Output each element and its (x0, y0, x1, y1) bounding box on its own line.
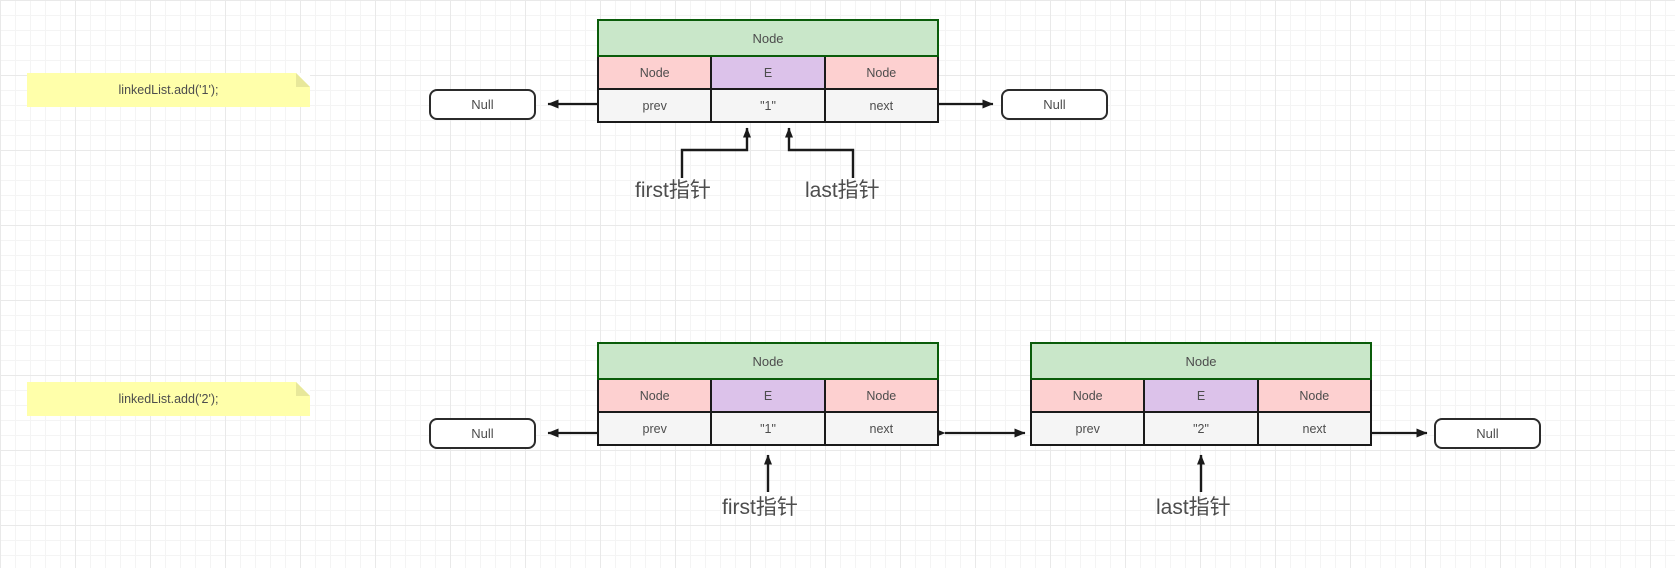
sticky-fold-shadow-icon (296, 73, 310, 87)
wire-row1-first-pointer (680, 127, 751, 178)
node-type-prev: Node (597, 380, 713, 413)
node-field-prev: prev (597, 413, 713, 446)
node-type-row: Node E Node (597, 380, 939, 413)
null-terminal-right-row2: Null (1434, 418, 1541, 449)
node-field-row: prev "2" next (1030, 413, 1372, 446)
node-type-next: Node (825, 57, 939, 90)
node-row2-1: Node Node E Node prev "2" next (1030, 342, 1372, 446)
null-label: Null (1476, 426, 1499, 441)
sticky-fold-shadow-icon (296, 382, 310, 396)
pointer-label-last-row2: last指针 (1156, 496, 1231, 519)
null-label: Null (471, 97, 494, 112)
node-field-row: prev "1" next (597, 90, 939, 123)
node-row1-0: Node Node E Node prev "1" next (597, 19, 939, 123)
wire-row1-last-pointer (785, 127, 855, 178)
null-terminal-left-row1: Null (429, 89, 536, 120)
node-type-item: E (1145, 380, 1259, 413)
node-field-item: "1" (712, 90, 826, 123)
sticky-note-text: linkedList.add('2'); (118, 392, 219, 406)
null-label: Null (1043, 97, 1066, 112)
node-row2-0: Node Node E Node prev "1" next (597, 342, 939, 446)
node-type-item: E (712, 57, 826, 90)
node-field-row: prev "1" next (597, 413, 939, 446)
sticky-note-step-1: linkedList.add('1'); (27, 73, 310, 107)
node-header: Node (597, 19, 939, 57)
node-type-prev: Node (597, 57, 713, 90)
node-type-item: E (712, 380, 826, 413)
pointer-label-first-row2: first指针 (722, 496, 798, 519)
node-type-row: Node E Node (597, 57, 939, 90)
null-terminal-left-row2: Null (429, 418, 536, 449)
node-field-next: next (1258, 413, 1372, 446)
node-type-next: Node (1258, 380, 1372, 413)
node-field-item: "1" (712, 413, 826, 446)
node-field-prev: prev (1030, 413, 1146, 446)
node-type-row: Node E Node (1030, 380, 1372, 413)
null-terminal-right-row1: Null (1001, 89, 1108, 120)
node-type-next: Node (825, 380, 939, 413)
sticky-note-step-2: linkedList.add('2'); (27, 382, 310, 416)
sticky-note-text: linkedList.add('1'); (118, 83, 219, 97)
pointer-label-last-row1: last指针 (805, 179, 880, 202)
node-field-item: "2" (1145, 413, 1259, 446)
null-label: Null (471, 426, 494, 441)
node-field-next: next (825, 413, 939, 446)
node-field-next: next (825, 90, 939, 123)
node-header: Node (1030, 342, 1372, 380)
node-field-prev: prev (597, 90, 713, 123)
pointer-label-first-row1: first指针 (635, 179, 711, 202)
node-header: Node (597, 342, 939, 380)
node-type-prev: Node (1030, 380, 1146, 413)
